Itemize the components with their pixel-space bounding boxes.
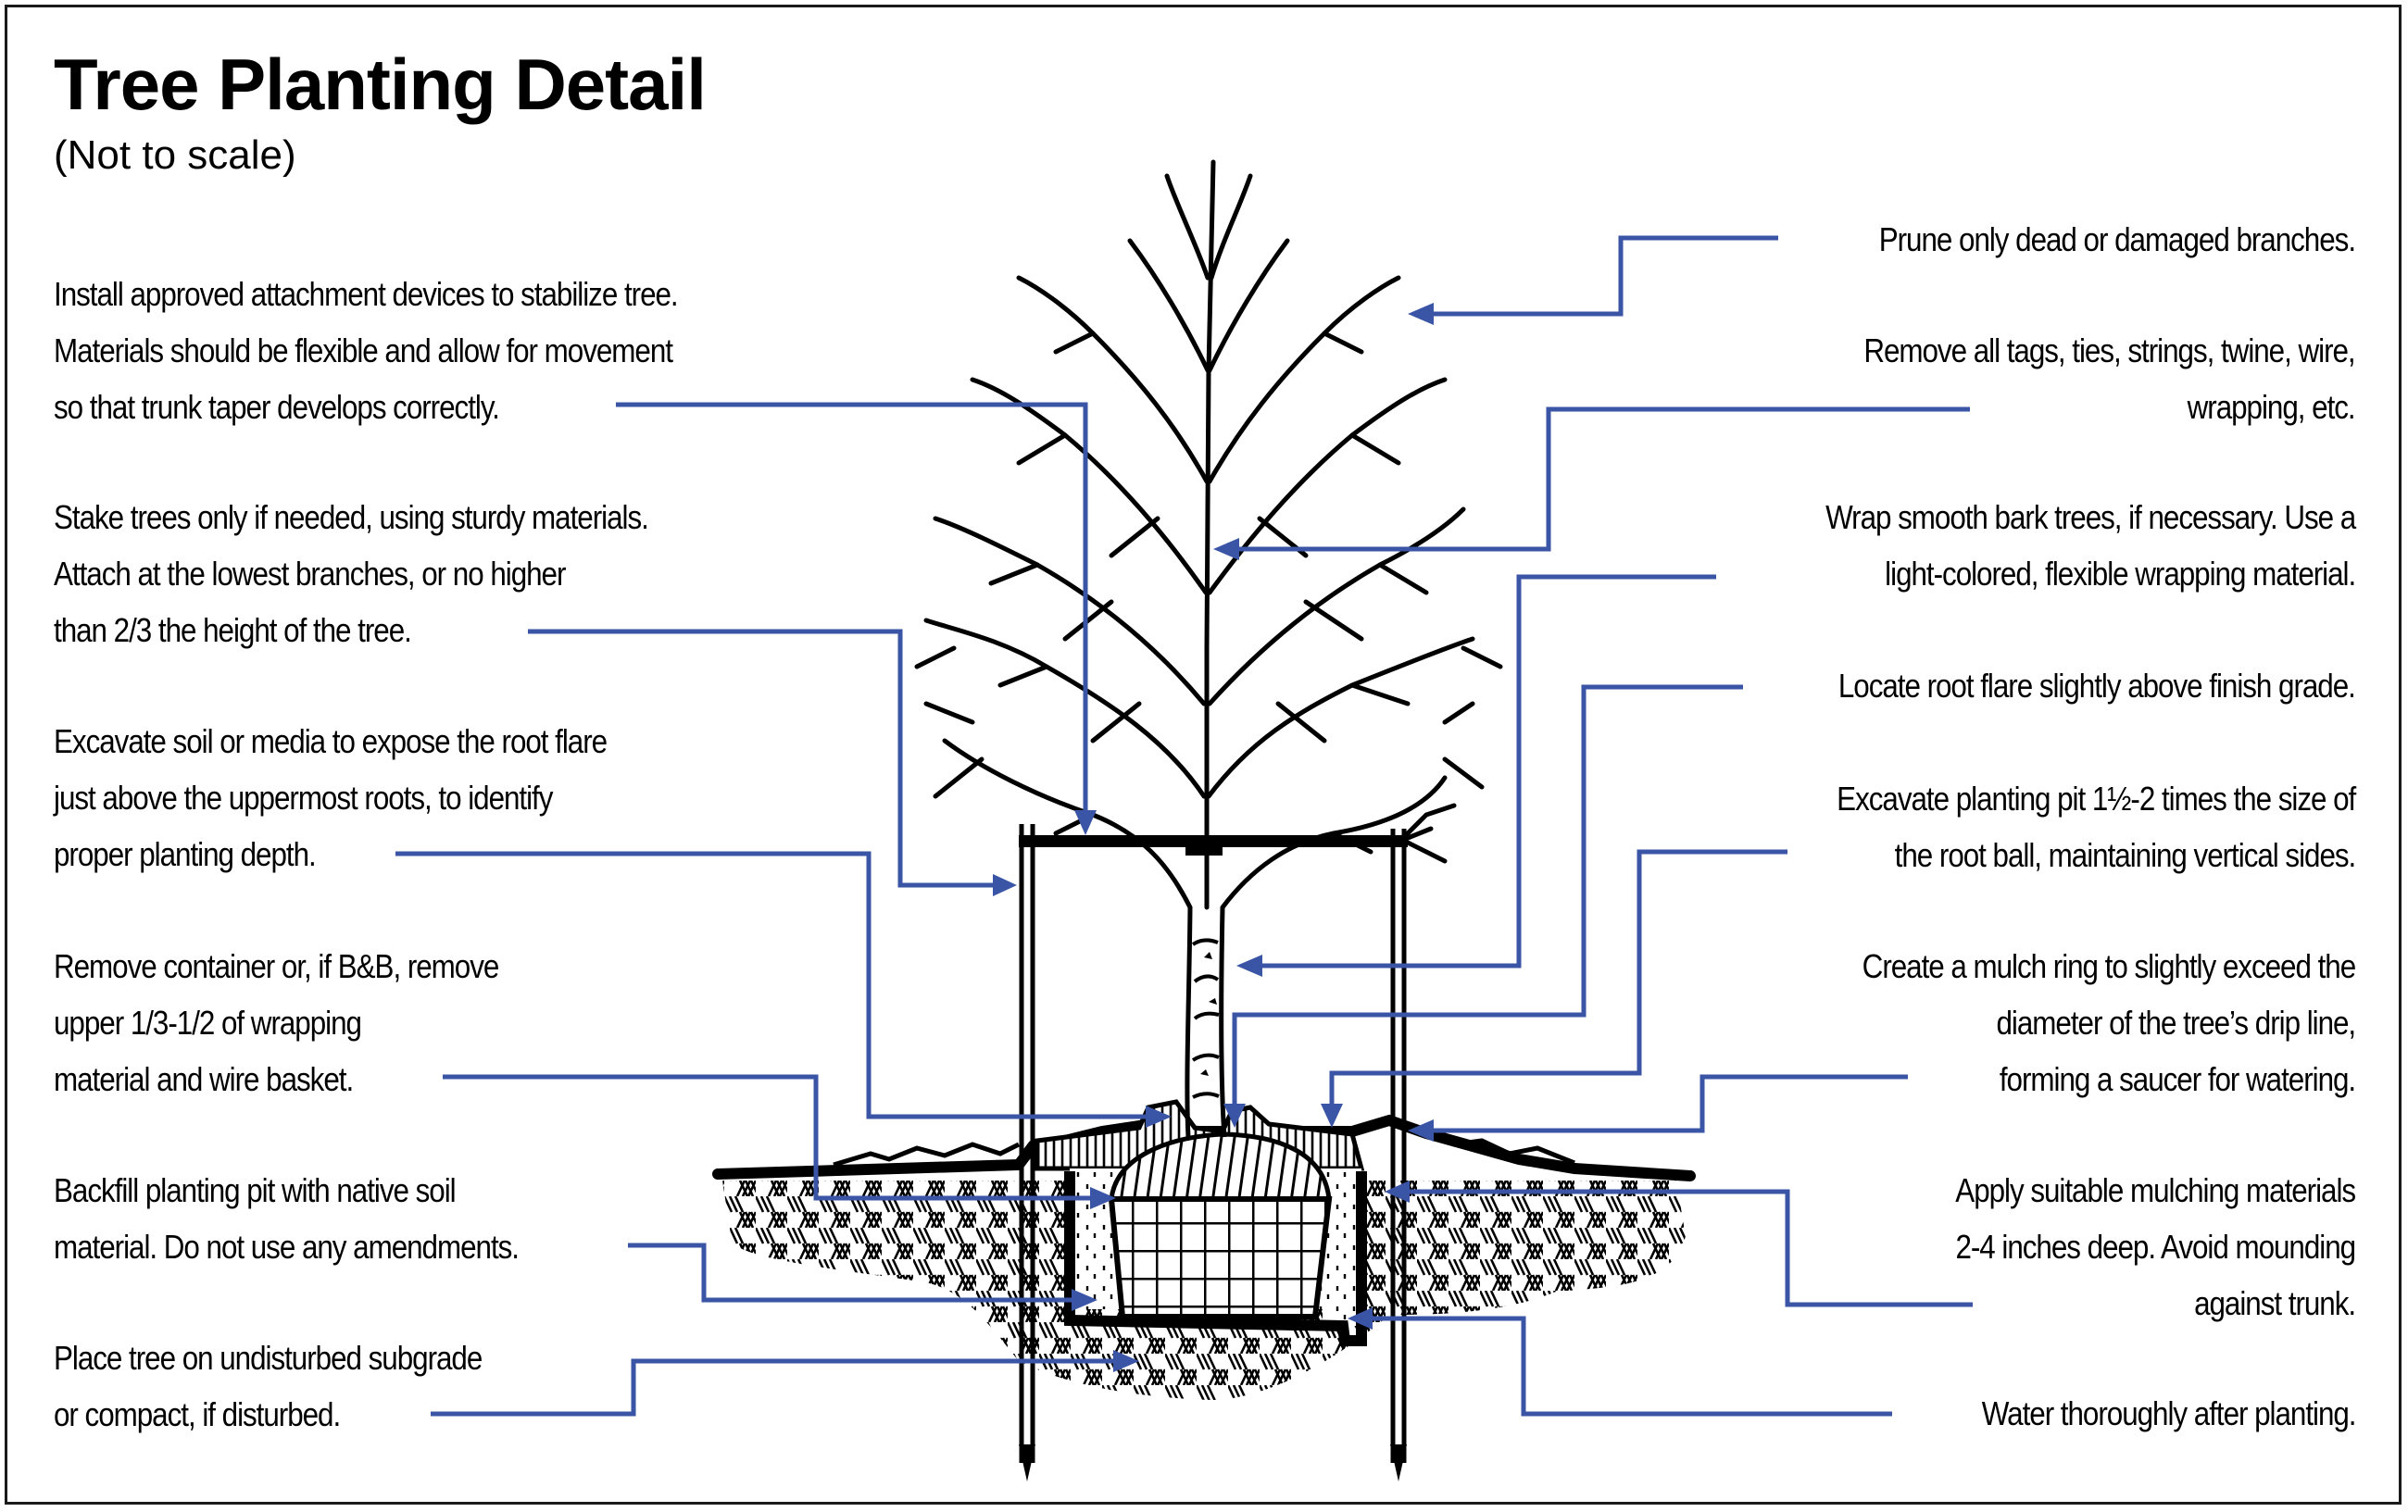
leader-expose-root-flare: [395, 851, 1172, 1128]
tree-ties: [1019, 835, 1408, 856]
note-wrap-bark: Wrap smooth bark trees, if necessary. Us…: [1825, 498, 2356, 593]
note-remove-container: Remove container or, if B&B, remove uppe…: [54, 947, 499, 1098]
leader-mulch-ring: [1408, 1074, 1908, 1142]
note-undisturbed-subgrade: Place tree on undisturbed subgrade or co…: [54, 1339, 483, 1433]
leader-undisturbed-subgrade: [431, 1350, 1139, 1417]
note-prune: Prune only dead or damaged branches.: [1878, 220, 2356, 258]
leader-remove-container: [443, 1074, 1116, 1209]
page-subtitle: (Not to scale): [54, 132, 296, 178]
leader-remove-tags: [1213, 406, 1970, 560]
page-title: Tree Planting Detail: [54, 44, 707, 125]
note-root-flare: Locate root flare slightly above finish …: [1837, 667, 2356, 705]
leader-backfill: [628, 1243, 1097, 1311]
note-attachment-devices: Install approved attachment devices to s…: [54, 275, 679, 426]
note-stake-trees: Stake trees only if needed, using sturdy…: [54, 498, 649, 649]
leader-excavate-pit: [1321, 849, 1787, 1128]
leader-attachment-devices: [616, 402, 1097, 835]
note-excavate-pit: Excavate planting pit 1½-2 times the siz…: [1836, 780, 2356, 874]
leader-root-flare: [1223, 684, 1743, 1128]
stake-right: [1390, 829, 1407, 1481]
tree-trunk: [1185, 906, 1227, 1138]
root-ball: [1108, 1131, 1333, 1319]
leader-stake-trees: [528, 629, 1017, 896]
note-remove-tags: Remove all tags, ties, strings, twine, w…: [1863, 331, 2356, 426]
note-water: Water thoroughly after planting.: [1981, 1394, 2356, 1432]
note-mulch-ring: Create a mulch ring to slightly exceed t…: [1862, 947, 2356, 1098]
leader-wrap-bark: [1236, 574, 1716, 977]
leader-mulch-depth: [1385, 1181, 1973, 1307]
note-backfill: Backfill planting pit with native soil m…: [54, 1171, 520, 1266]
note-expose-root-flare: Excavate soil or media to expose the roo…: [54, 722, 608, 873]
diagram-frame: [5, 5, 2402, 1505]
leader-prune: [1408, 235, 1778, 325]
note-mulch-depth: Apply suitable mulching materials 2-4 in…: [1955, 1171, 2356, 1322]
tree-canopy: [914, 159, 1503, 910]
stake-left: [1019, 824, 1035, 1481]
leader-water: [1348, 1307, 1892, 1417]
